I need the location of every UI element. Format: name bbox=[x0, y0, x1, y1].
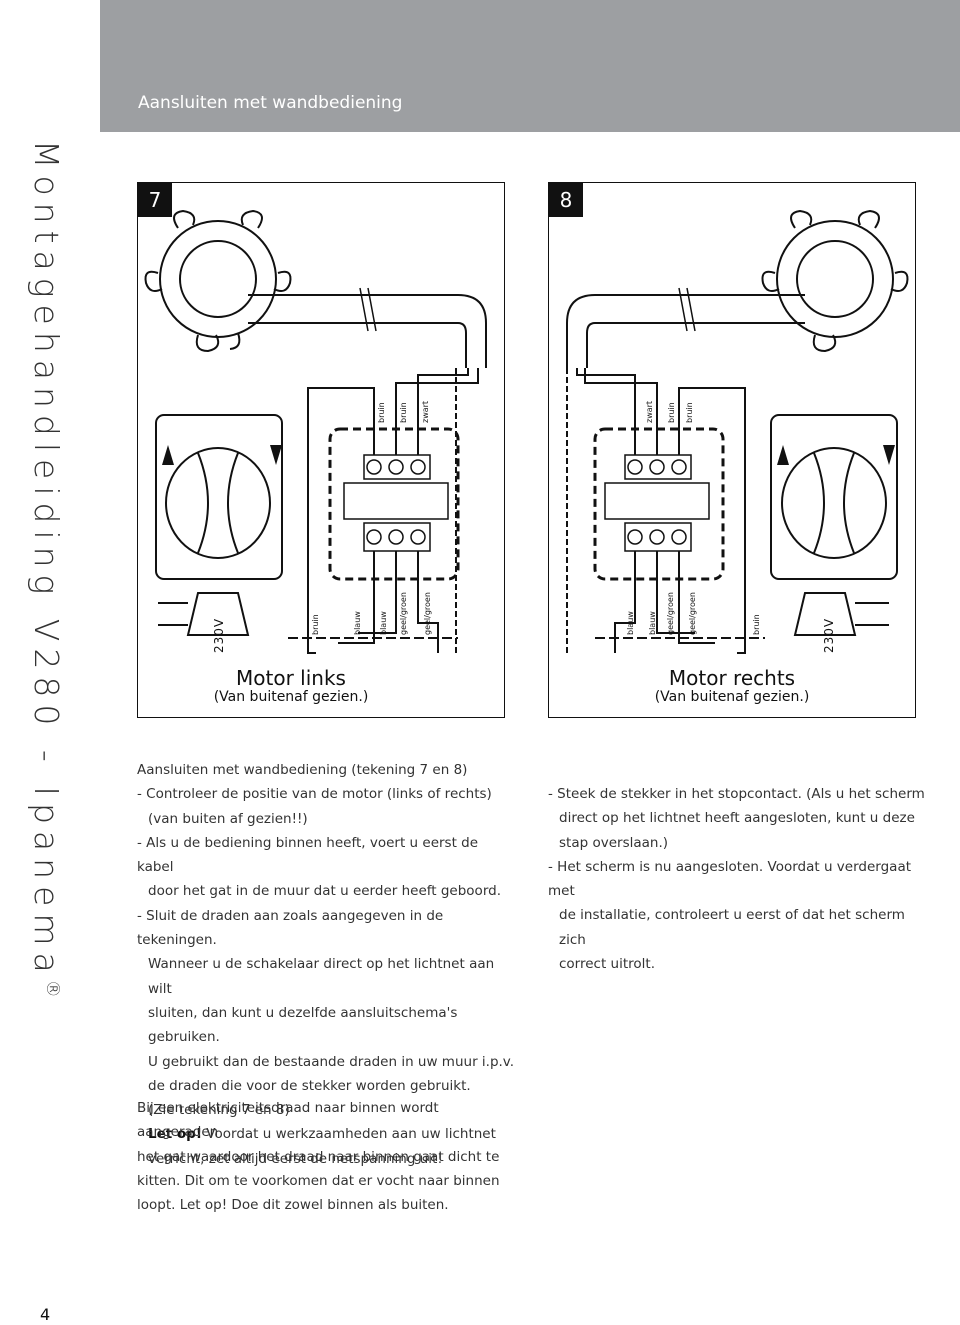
voltage-label: 230V bbox=[822, 618, 836, 653]
registered-mark: ® bbox=[42, 979, 63, 998]
wiring-diagram-right: 230V zwart bruin bruin blauw blauw geel/… bbox=[566, 209, 909, 654]
wire-label: bruin bbox=[685, 402, 694, 423]
wire-label: bruin bbox=[399, 402, 408, 423]
motor-icon bbox=[761, 209, 909, 353]
warning-line: verricht, zet altijd eerst de netspannin… bbox=[148, 1150, 443, 1167]
note-paragraph: Bij een elektriciteitsdraad naar binnen … bbox=[137, 1096, 517, 1217]
plug-icon bbox=[158, 592, 250, 636]
switch-icon bbox=[770, 414, 898, 580]
wire-label: geel/groen bbox=[666, 592, 675, 635]
instruction-line: stap overslaan.) bbox=[559, 834, 669, 851]
page-title: Aansluiten met wandbediening bbox=[138, 93, 403, 113]
header-band: Aansluiten met wandbediening bbox=[100, 0, 960, 132]
caption-subtitle: (Van buitenaf gezien.) bbox=[213, 689, 369, 705]
terminal-block-icon bbox=[604, 454, 710, 552]
figure-number: 7 bbox=[138, 183, 172, 217]
note-line: loopt. Let op! Doe dit zowel binnen als … bbox=[137, 1197, 449, 1214]
wire-label: blauw bbox=[379, 611, 388, 635]
instructions-left: Aansluiten met wandbediening (tekening 7… bbox=[137, 758, 517, 1171]
figure-8: 8 bbox=[548, 182, 916, 718]
wire-label: blauw bbox=[626, 611, 635, 635]
wires bbox=[288, 368, 479, 654]
wire-label: geel/groen bbox=[399, 592, 408, 635]
instruction-line: door het gat in de muur dat u eerder hee… bbox=[148, 883, 501, 900]
wire-label: blauw bbox=[648, 611, 657, 635]
wire-label: zwart bbox=[421, 401, 430, 423]
instruction-line: sluiten, dan kunt u dezelfde aansluitsch… bbox=[148, 1004, 458, 1046]
side-title: Montagehandleiding V280 - Ipanema® bbox=[20, 140, 70, 998]
warning-line: Let op! Voordat u werkzaamheden aan uw l… bbox=[137, 1122, 517, 1146]
warning-label: Let op! bbox=[148, 1126, 203, 1143]
caption-subtitle: (Van buitenaf gezien.) bbox=[654, 689, 810, 705]
switch-icon bbox=[155, 414, 283, 580]
instruction-line: - Controleer de positie van de motor (li… bbox=[137, 786, 492, 803]
wire-label: geel/groen bbox=[688, 592, 697, 635]
motor-tube bbox=[566, 287, 805, 368]
wire-label: bruin bbox=[752, 614, 761, 635]
instruction-line: (Zie tekening 7 en 8) bbox=[148, 1102, 290, 1119]
instruction-line: - Het scherm is nu aangesloten. Voordat … bbox=[548, 858, 912, 900]
junction-box bbox=[328, 427, 460, 581]
instruction-line: - Sluit de draden aan zoals aangegeven i… bbox=[137, 907, 444, 949]
wire-label: blauw bbox=[353, 611, 362, 635]
figure-7: 7 bbox=[137, 182, 505, 718]
note-line: kitten. Dit om te voorkomen dat er vocht… bbox=[137, 1172, 500, 1189]
figure-caption: Motor links (Van buitenaf gezien.) bbox=[108, 667, 474, 705]
wiring-diagram-left: 230V bruin bruin zwart bruin blauw blauw… bbox=[144, 209, 487, 654]
wire-label: bruin bbox=[667, 402, 676, 423]
wire-label: geel/groen bbox=[423, 592, 432, 635]
instructions-right: - Steek de stekker in het stopcontact. (… bbox=[548, 782, 928, 976]
junction-box bbox=[593, 427, 725, 581]
note-line: het gat waardoor het draad naar binnen g… bbox=[137, 1148, 500, 1165]
motor-icon bbox=[144, 209, 292, 353]
terminal-block-icon bbox=[343, 454, 449, 552]
instruction-line: de draden die voor de stekker worden geb… bbox=[148, 1077, 471, 1094]
instruction-line: Aansluiten met wandbediening (tekening 7… bbox=[137, 762, 468, 778]
wire-label: bruin bbox=[377, 402, 386, 423]
note-line: Bij een elektriciteitsdraad naar binnen … bbox=[137, 1100, 439, 1141]
instruction-line: Wanneer u de schakelaar direct op het li… bbox=[148, 956, 495, 997]
caption-title: Motor rechts bbox=[668, 666, 796, 690]
manual-title: Montagehandleiding V280 - Ipanema bbox=[27, 140, 66, 980]
motor-tube bbox=[248, 287, 487, 368]
instruction-line: U gebruikt dan de bestaande draden in uw… bbox=[148, 1053, 515, 1070]
instruction-line: - Steek de stekker in het stopcontact. (… bbox=[548, 786, 925, 802]
instruction-line: (van buiten af gezien!!) bbox=[148, 810, 308, 827]
caption-title: Motor links bbox=[236, 666, 346, 690]
voltage-label: 230V bbox=[212, 618, 226, 653]
warning-text: Voordat u werkzaamheden aan uw lichtnet bbox=[202, 1126, 496, 1143]
wires bbox=[566, 368, 765, 654]
instruction-line: correct uitrolt. bbox=[559, 956, 656, 973]
page-number: 4 bbox=[40, 1305, 51, 1324]
instruction-line: direct op het lichtnet heeft aangesloten… bbox=[559, 810, 915, 827]
instruction-line: - Als u de bediening binnen heeft, voert… bbox=[137, 834, 479, 876]
figure-caption: Motor rechts (Van buitenaf gezien.) bbox=[549, 667, 915, 705]
figure-number: 8 bbox=[549, 183, 583, 217]
wire-label: bruin bbox=[311, 614, 320, 635]
wire-label: zwart bbox=[645, 401, 654, 423]
instruction-line: de installatie, controleert u eerst of d… bbox=[559, 907, 905, 948]
plug-icon bbox=[793, 592, 889, 636]
